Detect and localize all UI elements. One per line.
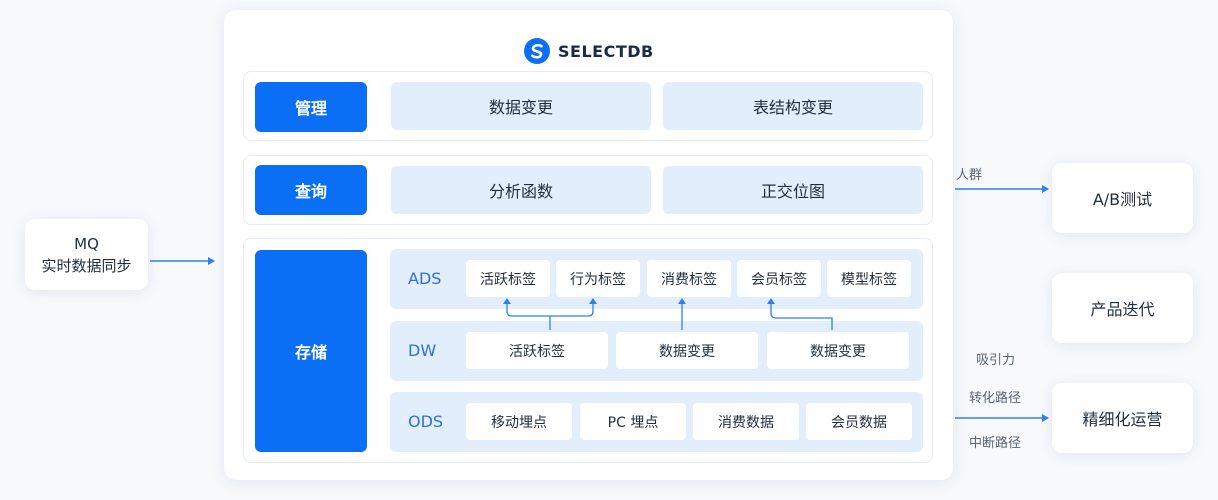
ab-test-card: A/B测试: [1052, 163, 1193, 233]
refined-operations-card: 精细化运营: [1052, 383, 1193, 453]
selectdb-logo-icon: [524, 38, 550, 64]
dw-item-data-change-2: 数据变更: [767, 332, 909, 369]
data-change-box: 数据变更: [391, 82, 651, 130]
crowd-annotation: 人群: [956, 168, 983, 183]
storage-layer: 存储 ADS 活跃标签 行为标签 消费标签 会员标签 模型标签 DW 活跃标签 …: [243, 238, 933, 463]
selectdb-logo: SELECTDB: [524, 36, 654, 66]
ads-label: ADS: [408, 269, 442, 288]
realtime-sync-label: 实时数据同步: [41, 256, 132, 275]
query-label: 查询: [255, 165, 367, 215]
product-iteration-label: 产品迭代: [1090, 300, 1155, 319]
ads-tag-consume: 消费标签: [647, 260, 731, 297]
selectdb-panel: SELECTDB 管理 数据变更 表结构变更 查询 分析函数 正交位图 存储 A…: [224, 10, 953, 480]
ads-tag-model: 模型标签: [827, 260, 911, 297]
product-iteration-card: 产品迭代: [1052, 273, 1193, 343]
manage-label: 管理: [255, 82, 367, 132]
interruption-path-annotation: 中断路径: [969, 436, 1022, 451]
ods-item-member-data: 会员数据: [806, 403, 912, 440]
refined-operations-label: 精细化运营: [1082, 410, 1163, 429]
attraction-annotation: 吸引力: [976, 353, 1016, 368]
ods-label: ODS: [408, 412, 444, 431]
brand-name: SELECTDB: [558, 41, 654, 61]
ods-item-mobile-tracking: 移动埋点: [466, 403, 572, 440]
mq-source-card: MQ 实时数据同步: [25, 219, 148, 290]
ods-item-consume-data: 消费数据: [693, 403, 799, 440]
ab-test-label: A/B测试: [1092, 190, 1153, 209]
orthogonal-bitmap-box: 正交位图: [663, 166, 923, 214]
ods-row: ODS 移动埋点 PC 埋点 消费数据 会员数据: [390, 392, 923, 452]
query-layer: 查询 分析函数 正交位图: [243, 155, 933, 225]
conversion-path-annotation: 转化路径: [969, 391, 1022, 406]
ads-tag-active: 活跃标签: [466, 260, 550, 297]
schema-change-box: 表结构变更: [663, 82, 923, 130]
mq-label: MQ: [74, 234, 99, 253]
dw-item-data-change-1: 数据变更: [616, 332, 758, 369]
ads-tag-member: 会员标签: [737, 260, 821, 297]
dw-item-active: 活跃标签: [466, 332, 608, 369]
ads-tag-behavior: 行为标签: [556, 260, 640, 297]
ads-row: ADS 活跃标签 行为标签 消费标签 会员标签 模型标签: [390, 249, 923, 309]
ods-item-pc-tracking: PC 埋点: [580, 403, 686, 440]
storage-label: 存储: [255, 250, 367, 452]
manage-layer: 管理 数据变更 表结构变更: [243, 71, 933, 141]
dw-label: DW: [408, 341, 437, 360]
dw-row: DW 活跃标签 数据变更 数据变更: [390, 321, 923, 381]
analytic-functions-box: 分析函数: [391, 166, 651, 214]
